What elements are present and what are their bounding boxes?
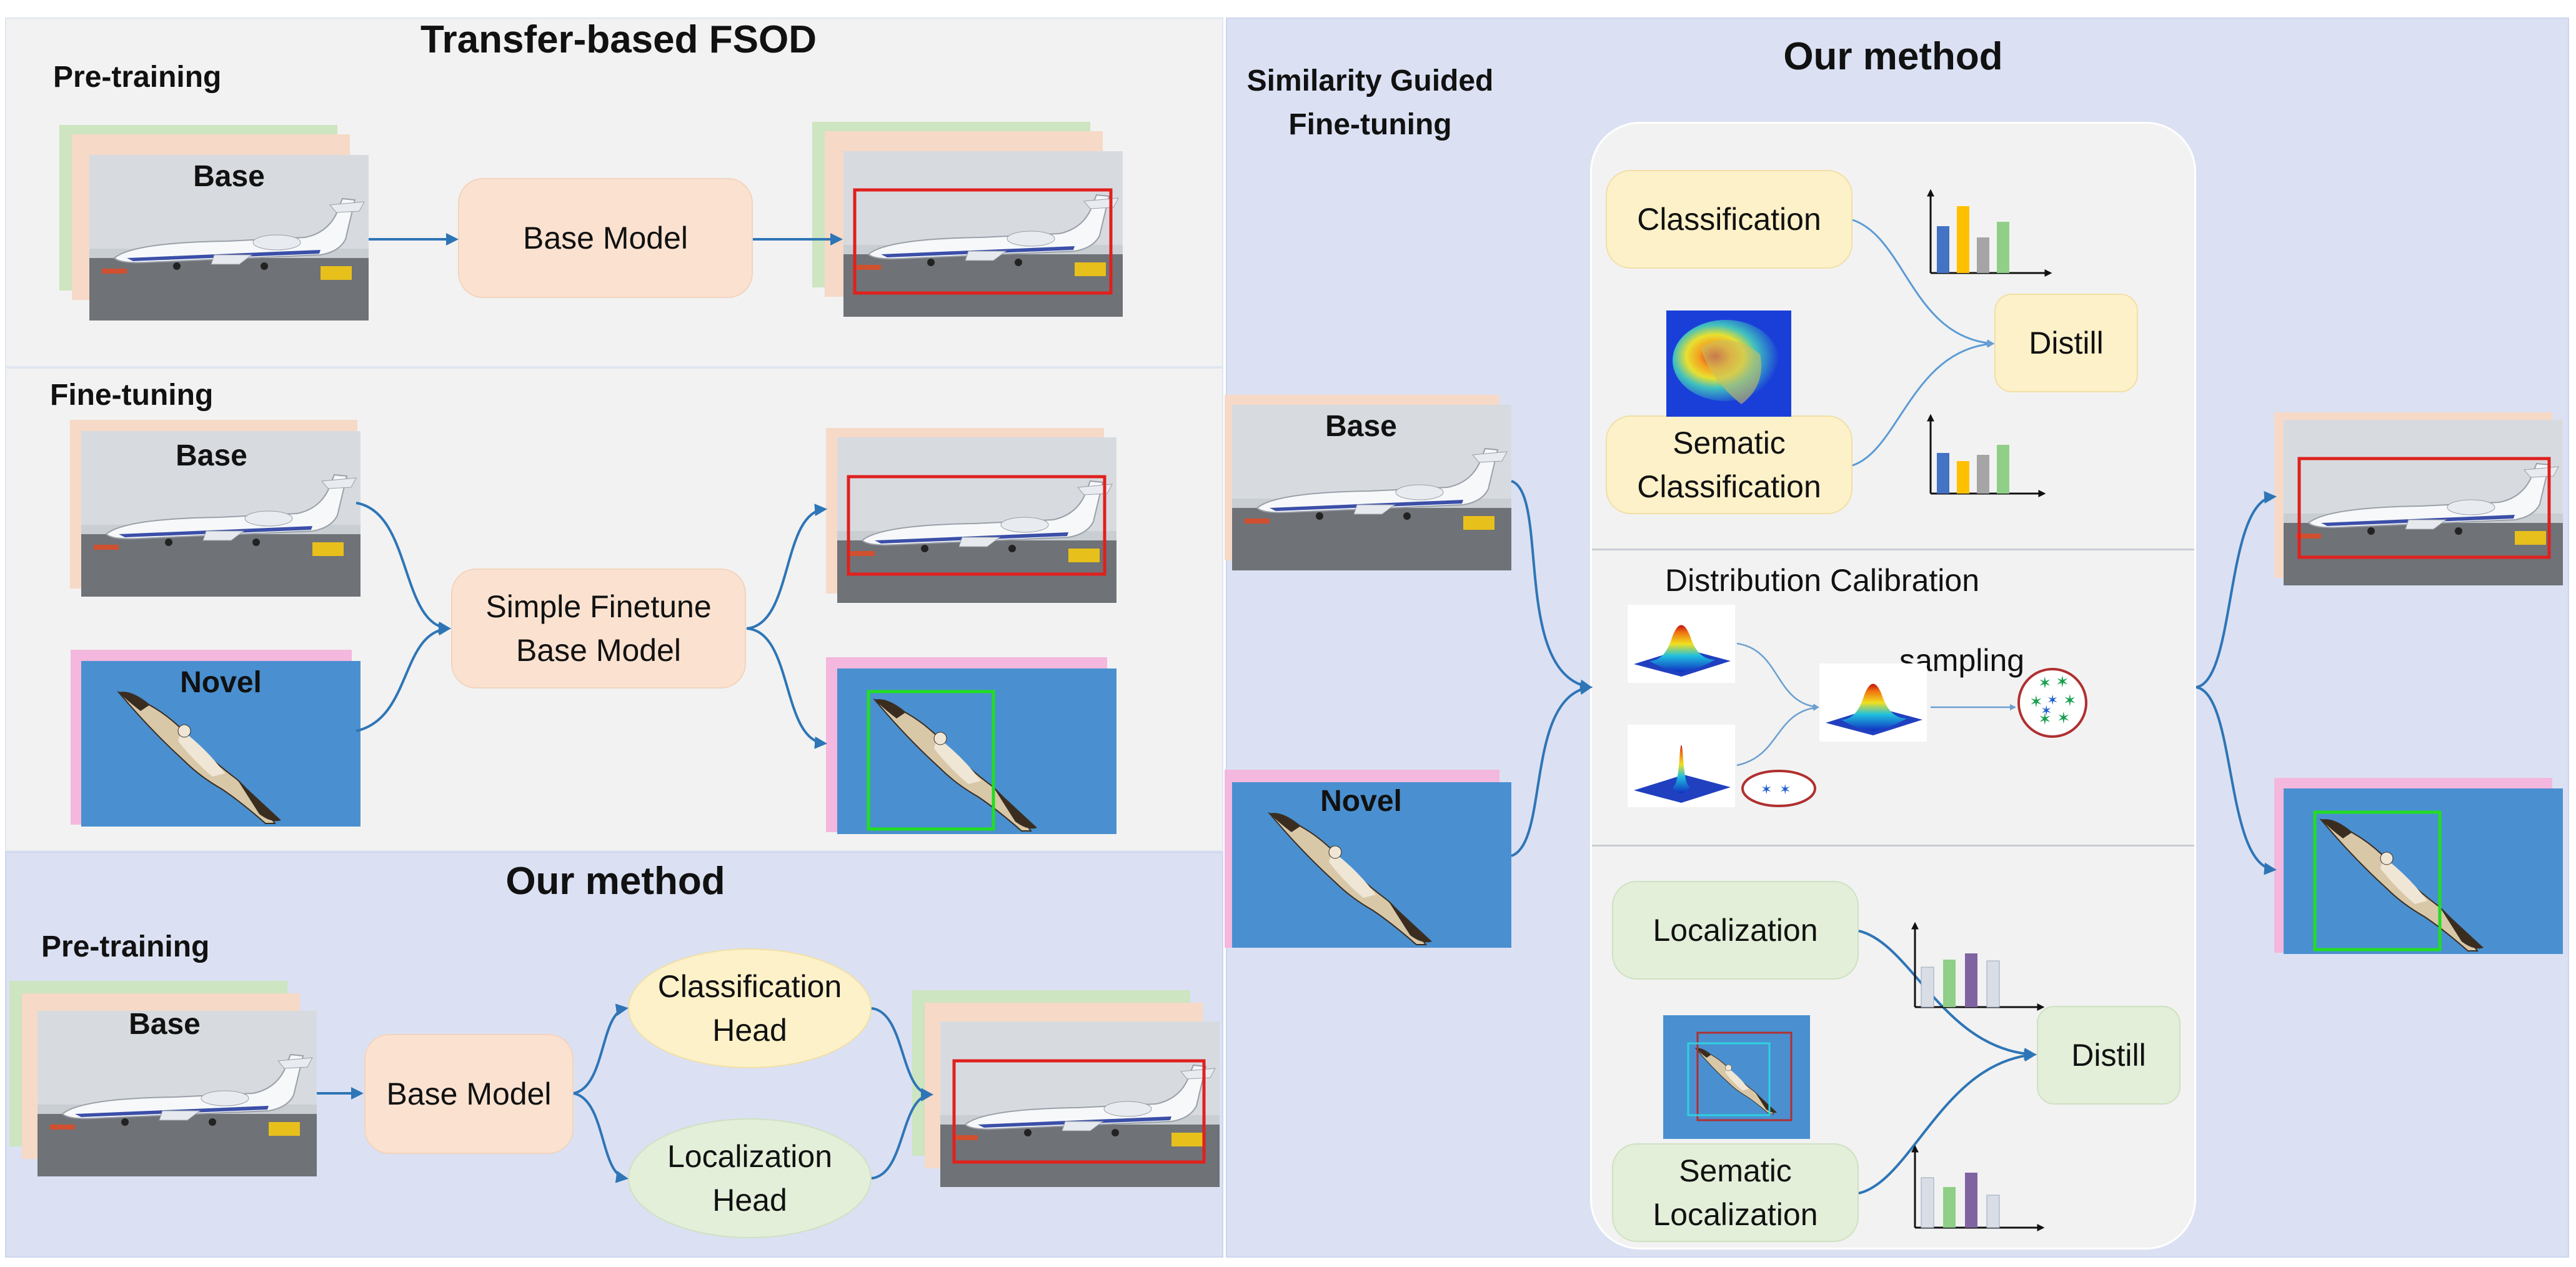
bar-chart-cls-bottom	[1927, 414, 2046, 497]
bbox-red	[853, 188, 1113, 295]
arrow	[1852, 340, 1995, 467]
bar	[1957, 461, 1969, 494]
base-image-label: Base	[176, 439, 247, 472]
simple-finetune-box: Simple Finetune Base Model	[451, 569, 746, 688]
bar	[1921, 1177, 1934, 1228]
sematic-localization-box: Sematic Localization	[1612, 1143, 1859, 1242]
svg-text:✶: ✶	[2057, 709, 2071, 728]
bar-chart-loc-bottom	[1911, 1145, 2045, 1231]
svg-text:✶: ✶	[2056, 673, 2069, 692]
base-model-box: Base Model	[458, 178, 753, 298]
localization-head-ellipse: Localization Head	[628, 1118, 872, 1238]
bbox-red	[2297, 457, 2551, 559]
arrow	[746, 627, 827, 749]
distill-bottom-box: Distill	[2037, 1006, 2181, 1105]
our-method-title-right: Our method	[1783, 35, 2003, 78]
svg-text:✶: ✶	[2041, 703, 2052, 719]
arrow	[871, 1007, 933, 1101]
arrow	[2196, 491, 2277, 688]
svg-text:✶: ✶	[2038, 674, 2052, 693]
sematic-classification-box: Sematic Classification	[1606, 415, 1852, 514]
base-image-label: Base	[129, 1008, 201, 1041]
bird-image	[2284, 788, 2563, 954]
pretraining-label-top: Pre-training	[53, 61, 222, 94]
novel-image-label: Novel	[180, 666, 262, 699]
bar	[1965, 953, 1977, 1007]
bird-image	[1663, 1015, 1810, 1139]
localization-box: Localization	[1612, 881, 1859, 980]
distill-top-box: Distill	[1994, 294, 2138, 392]
bbox-green	[2313, 810, 2442, 951]
arrow	[2196, 686, 2277, 875]
bar	[1937, 453, 1949, 494]
arrow	[1858, 1049, 2037, 1195]
bar	[1943, 960, 1956, 1007]
pretraining-label-bottom: Pre-training	[41, 930, 210, 963]
bar-chart-cls-top	[1927, 189, 2052, 277]
bar	[1957, 206, 1969, 273]
airplane-image	[843, 151, 1123, 317]
bar-chart-loc-top	[1911, 922, 2045, 1011]
classification-box: Classification	[1606, 170, 1852, 269]
airplane-image	[940, 1021, 1220, 1188]
bar	[1997, 222, 2009, 273]
bar	[1986, 960, 2000, 1008]
bar	[1997, 445, 2009, 494]
bar	[1986, 1195, 2000, 1228]
bar	[1977, 237, 1989, 273]
bar	[1937, 226, 1949, 273]
heatmap-image	[1666, 311, 1791, 417]
novel-image-label: Novel	[1320, 785, 1402, 818]
arrow	[1511, 682, 1593, 857]
airplane-image	[2283, 419, 2564, 586]
our-method-title-left: Our method	[505, 860, 725, 903]
arrow	[356, 502, 451, 634]
base-image-label: Base	[1325, 410, 1397, 443]
svg-text:✶: ✶	[1761, 782, 1772, 798]
star-ellipse-icon: ✶✶	[1741, 770, 1816, 807]
arrow	[573, 1092, 629, 1183]
arrow	[573, 1003, 629, 1095]
arrow	[1736, 642, 1819, 710]
svg-text:✶: ✶	[1779, 782, 1791, 798]
finetuning-label: Fine-tuning	[50, 379, 214, 412]
arrow	[1511, 480, 1593, 692]
bar	[1943, 1187, 1956, 1228]
bar	[1965, 1173, 1977, 1228]
distribution-calibration-label: Distribution Calibration	[1665, 563, 1980, 598]
arrow	[1736, 704, 1819, 767]
svg-text:✶: ✶	[2029, 693, 2043, 712]
svg-text:✶: ✶	[2038, 710, 2052, 729]
airplane-image	[837, 437, 1117, 604]
base-model-box-ours: Base Model	[364, 1034, 574, 1154]
bbox-green	[867, 690, 995, 831]
divider-top	[1592, 549, 2194, 550]
arrow	[1852, 219, 1995, 347]
arrow	[746, 504, 827, 630]
bbox-red	[847, 475, 1106, 576]
transfer-fsod-title: Transfer-based FSOD	[420, 18, 817, 61]
svg-text:✶: ✶	[2047, 693, 2058, 708]
similarity-guided-subtitle: Similarity Guided Fine-tuning	[1246, 64, 1494, 141]
bbox-red	[952, 1059, 1206, 1164]
bird-image	[837, 668, 1116, 834]
svg-text:✶: ✶	[2063, 692, 2077, 710]
base-image-label: Base	[193, 160, 265, 193]
bar	[1977, 455, 1989, 494]
star-cluster-icon: ✶✶ ✶✶ ✶✶ ✶✶	[2017, 668, 2087, 738]
divider-bottom	[1592, 845, 2194, 847]
arrow	[356, 623, 451, 732]
classification-head-ellipse: Classification Head	[628, 948, 872, 1068]
bar	[1921, 966, 1934, 1008]
arrow	[871, 1089, 933, 1180]
